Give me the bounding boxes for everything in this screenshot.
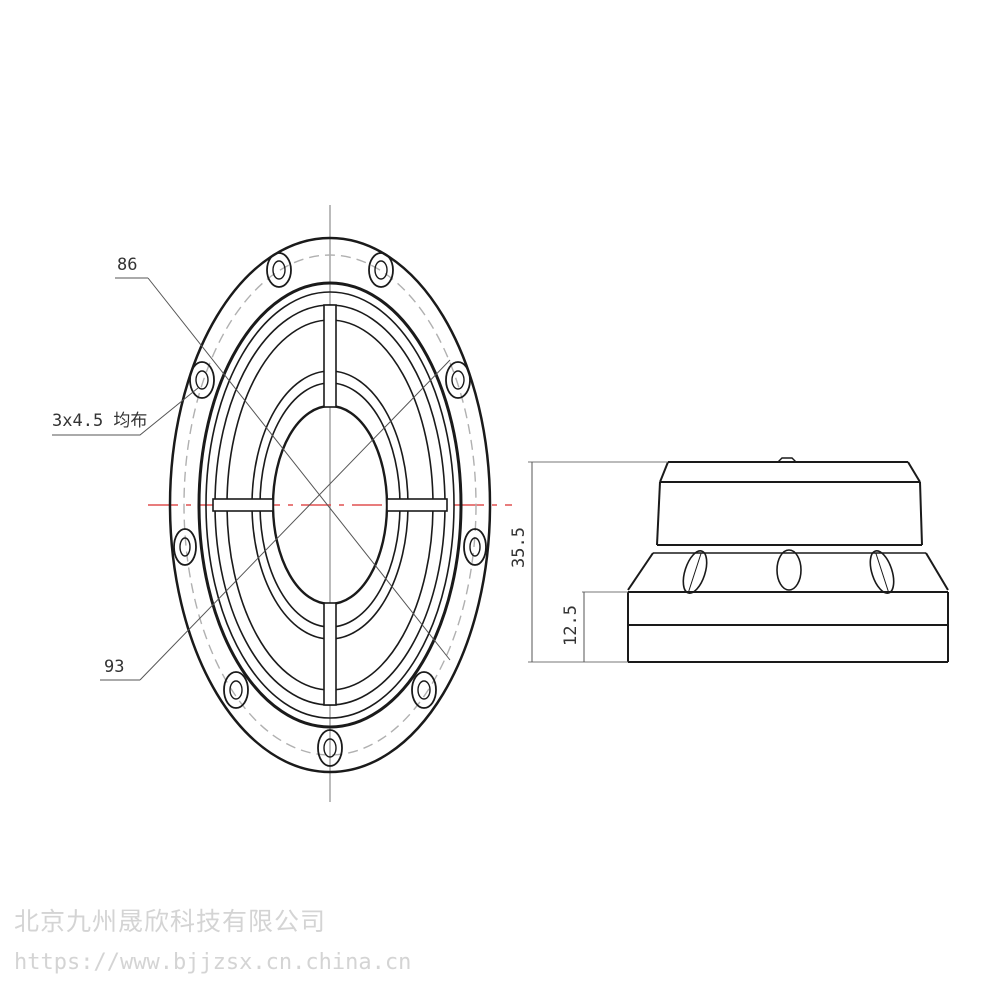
spoke-top <box>323 304 337 408</box>
spoke-right <box>386 498 448 512</box>
diameter-86-line <box>147 277 451 661</box>
outer-flange-edge <box>168 236 492 774</box>
front-view <box>52 205 512 802</box>
side-slot <box>682 550 708 594</box>
flange-step-outer <box>197 281 463 729</box>
label-diameter-86: 86 <box>117 255 137 275</box>
flange-step-inner <box>205 291 455 719</box>
label-height-35-5: 35.5 <box>509 527 529 568</box>
diameter-93-line <box>139 359 451 681</box>
leader-holes <box>52 387 199 436</box>
bolt-hole <box>173 528 197 566</box>
bolt-hole <box>411 671 437 709</box>
body-left <box>656 481 661 546</box>
bolt-hole <box>368 252 394 288</box>
company-watermark: 北京九州晟欣科技有限公司 <box>14 907 327 936</box>
bolt-circle <box>183 254 477 756</box>
slope-right <box>925 552 949 591</box>
bolt-hole <box>189 361 215 399</box>
slope-left <box>627 552 654 591</box>
bolt-hole <box>463 528 487 566</box>
bolt-hole <box>223 671 249 709</box>
spoke-bottom <box>323 602 337 706</box>
body-right <box>919 481 923 546</box>
top-chamfer-right <box>907 461 921 483</box>
bolt-hole <box>445 361 471 399</box>
website-watermark: https://www.bjjzsx.cn.china.cn <box>14 950 412 975</box>
top-notch <box>777 457 797 463</box>
side-slot <box>869 550 895 594</box>
bolt-hole <box>317 729 343 767</box>
label-height-12-5: 12.5 <box>561 605 581 646</box>
top-chamfer-left <box>659 461 669 483</box>
label-holes: 3x4.5 均布 <box>52 411 147 431</box>
side-view <box>528 457 949 663</box>
side-slot <box>776 549 802 591</box>
label-diameter-93: 93 <box>104 657 124 677</box>
spoke-left <box>212 498 274 512</box>
bolt-hole <box>266 252 292 288</box>
